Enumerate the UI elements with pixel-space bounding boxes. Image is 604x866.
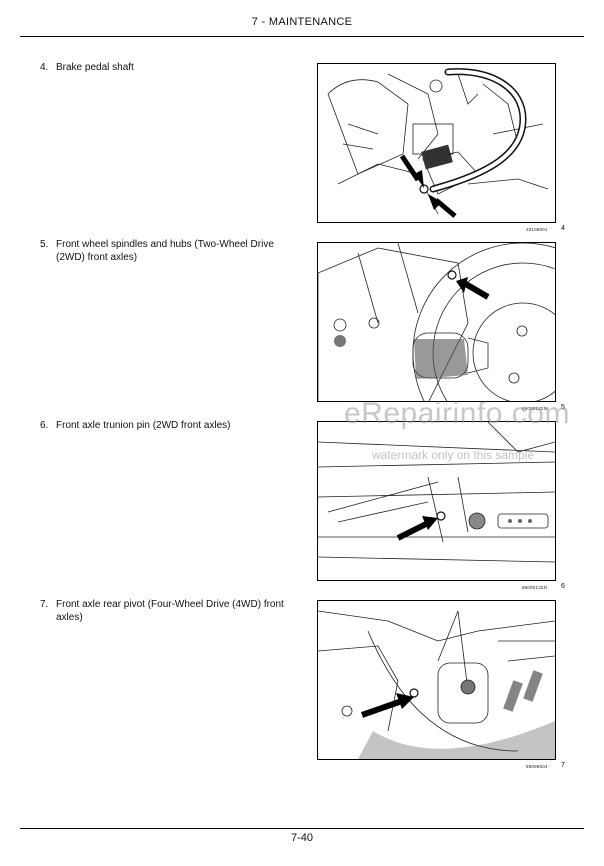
figure-front-axle-rear-pivot — [317, 600, 556, 760]
figure-number: 5 — [561, 404, 565, 411]
watermark-brand: eRepairinfo.com — [344, 397, 570, 430]
step-text: Front wheel spindles and hubs (Two-Wheel… — [56, 239, 274, 263]
figure-number: 6 — [561, 583, 565, 590]
figure-code: 86090132N — [522, 585, 548, 590]
figure-number: 4 — [561, 225, 565, 232]
spindle-hub-illustration — [318, 243, 555, 401]
figure-front-wheel-spindle — [317, 242, 556, 402]
step-number: 4. — [40, 62, 49, 73]
watermark-notice: watermark only on this sample — [372, 448, 535, 462]
page-header: 7 - MAINTENANCE — [251, 16, 353, 28]
figure-front-axle-trunion-pin — [317, 421, 556, 581]
step-number: 7. — [40, 599, 49, 610]
header-rule — [20, 36, 584, 37]
figure-brake-pedal-shaft — [317, 63, 556, 223]
step-text: Front axle rear pivot (Four-Wheel Drive … — [56, 599, 284, 623]
step-text: Brake pedal shaft — [56, 62, 134, 73]
figure-code: 86090132N — [522, 406, 548, 411]
step-text: Front axle trunion pin (2WD front axles) — [56, 420, 231, 431]
figure-number: 7 — [561, 762, 565, 769]
step-number: 6. — [40, 420, 49, 431]
brake-pedal-illustration — [327, 68, 549, 218]
figure-code: 20108801 — [526, 227, 548, 232]
rear-pivot-illustration — [318, 610, 555, 759]
footer-rule — [20, 828, 584, 829]
step-number: 5. — [40, 239, 49, 250]
page-number: 7-40 — [290, 832, 314, 844]
trunion-pin-illustration — [318, 422, 555, 563]
figure-code: 86096504 — [526, 764, 548, 769]
